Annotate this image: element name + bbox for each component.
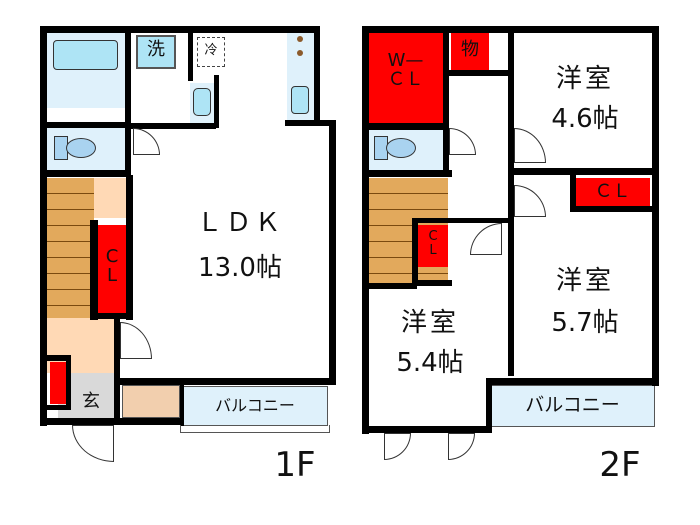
closet-b: [418, 225, 448, 267]
western-room-2-size: 5.7帖: [551, 308, 619, 338]
stove-burner-icon: [297, 50, 303, 56]
bathtub-icon: [53, 40, 118, 70]
balcony-2f-label: バルコニー: [525, 394, 620, 416]
western-room-1-label: 洋室: [555, 64, 614, 94]
fridge-space: [197, 37, 225, 67]
floor-label-1f: 1F: [274, 445, 316, 485]
storage-box: [122, 385, 180, 418]
toilet-bowl-icon: [66, 138, 96, 158]
closet-a-label: ＣＬ: [594, 181, 631, 202]
storage-label: 物: [461, 39, 479, 60]
closet-1f: [96, 225, 128, 317]
washer-icon: [136, 35, 176, 69]
door-swing-icon: [384, 433, 411, 460]
closet-a: [575, 178, 650, 208]
kitchen-sink-icon: [291, 86, 309, 114]
floor-label-2f: 2F: [599, 445, 641, 485]
western-room-3-label: 洋室: [400, 308, 459, 338]
sink-icon: [193, 88, 211, 116]
door-swing-icon: [449, 128, 476, 155]
stairs-1f: [47, 178, 94, 318]
door-swing-icon: [448, 433, 475, 460]
shoe-closet: [50, 362, 66, 404]
door-swing-icon: [514, 185, 546, 217]
entrance-label: 玄: [82, 391, 100, 412]
door-swing-icon: [120, 322, 152, 359]
western-room-1-size: 4.6帖: [551, 104, 619, 134]
balcony-2f: [490, 385, 655, 427]
entrance-door-icon[interactable]: [72, 425, 114, 462]
door-swing-icon: [133, 128, 160, 155]
balcony-1f: [182, 386, 328, 426]
ldk-size: 13.0帖: [198, 253, 282, 283]
closet-1f-label: C L: [105, 246, 119, 286]
hall-1f-upper: [94, 178, 129, 218]
walk-in-closet-label: W— ＣＬ: [387, 50, 424, 90]
fridge-label: 冷: [204, 43, 218, 58]
washer-label: 洗: [147, 39, 165, 60]
balcony-1f-label: バルコニー: [215, 396, 295, 415]
ldk-label: ＬＤＫ: [196, 208, 284, 238]
western-room-2-label: 洋室: [555, 266, 614, 296]
storage-closet: [451, 33, 489, 71]
door-swing-icon: [470, 223, 502, 255]
stove-burner-icon: [297, 36, 303, 42]
walk-in-closet: [368, 33, 443, 123]
western-room-3-size: 5.4帖: [396, 348, 464, 378]
toilet-bowl-icon: [386, 138, 416, 158]
closet-b-label: C L: [428, 229, 438, 258]
